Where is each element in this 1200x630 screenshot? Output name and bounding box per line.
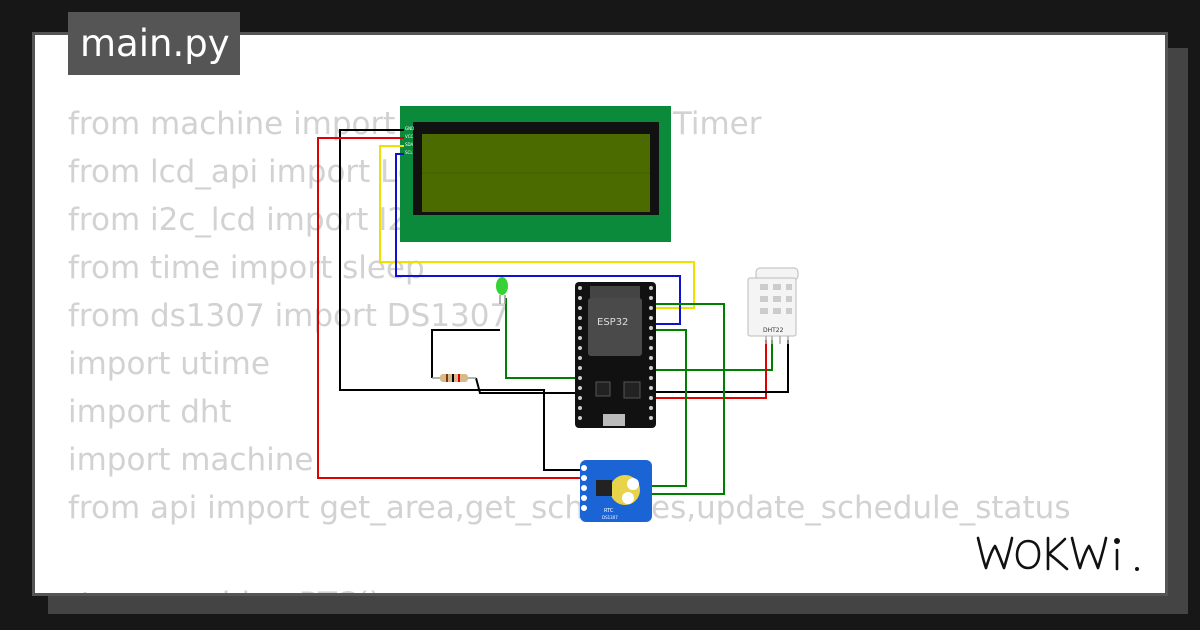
esp32-label: ESP32 [597, 317, 628, 328]
led-green[interactable] [496, 277, 508, 304]
wire-green-rtc-sda [650, 303, 725, 495]
code-line: from time import sleep [68, 250, 425, 286]
lcd-display[interactable]: GND VCC SDA SCL [400, 106, 671, 242]
code-line: from ds1307 import DS1307 [68, 298, 510, 334]
wire-red-dht [654, 340, 767, 399]
code-line: import dht [68, 394, 232, 430]
rtc-label: RTC [604, 508, 614, 514]
resistor[interactable] [432, 374, 476, 382]
wire-green-rtc-scl [650, 329, 687, 487]
wire-blue-scl [395, 153, 681, 325]
dht22-sensor[interactable]: DHT22 [747, 267, 799, 344]
wire-yellow-sda [379, 145, 695, 309]
file-tab[interactable]: main.py [68, 12, 240, 75]
wokwi-logo [976, 536, 1139, 571]
lcd-pin-gnd: GND [405, 126, 414, 131]
wire-black-dht [654, 340, 789, 393]
lcd-pin-scl: SCL [405, 150, 413, 155]
code-line: from api import get_area,get_schedules,u… [68, 490, 1071, 526]
lcd-pin-sda: SDA [405, 142, 414, 147]
wire-red-vcc [317, 137, 582, 479]
dht22-label: DHT22 [763, 327, 784, 334]
esp32-board[interactable]: ESP32 [575, 282, 656, 428]
wires [317, 129, 789, 495]
wire-green-led [505, 298, 578, 379]
code-line: import utime [68, 346, 270, 382]
lcd-pin-vcc: VCC [405, 134, 414, 139]
code-line: rtc = machine.RTC() [68, 580, 1070, 593]
wire-black-esp-gnd [475, 377, 578, 394]
rtc-module[interactable]: RTC DS1307 [580, 460, 652, 522]
wire-black-gnd [339, 129, 582, 471]
wire-black-resistor [431, 329, 500, 378]
code-line: import machine [68, 442, 314, 478]
rtc-sublabel: DS1307 [602, 515, 618, 520]
